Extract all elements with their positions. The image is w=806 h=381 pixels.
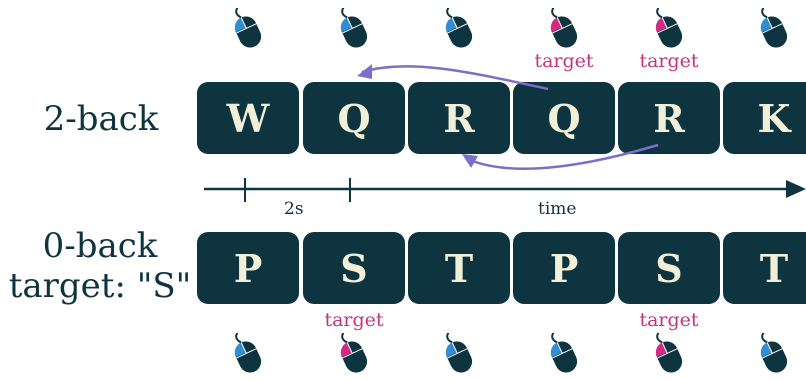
computer-mouse-icon bbox=[439, 324, 479, 377]
backward-arrow-q-head bbox=[357, 64, 372, 79]
timeline-arrowhead bbox=[786, 180, 806, 198]
letter-card: P bbox=[197, 232, 299, 304]
letter-card: R bbox=[408, 82, 510, 154]
letter-card: Q bbox=[303, 82, 405, 154]
letter-card: W bbox=[197, 82, 299, 154]
computer-mouse-icon bbox=[544, 324, 584, 377]
zero-back-label: 0-back target: "S" bbox=[8, 226, 192, 306]
computer-mouse-icon bbox=[649, 324, 689, 377]
computer-mouse-icon bbox=[754, 324, 794, 377]
two-back-label: 2-back bbox=[43, 99, 159, 139]
letter-card: R bbox=[618, 82, 720, 154]
letter-card: K bbox=[723, 82, 806, 154]
backward-arrow-r-head bbox=[462, 154, 478, 168]
target-label: target bbox=[324, 309, 384, 331]
letter-card: P bbox=[513, 232, 615, 304]
computer-mouse-icon bbox=[544, 0, 584, 52]
computer-mouse-icon bbox=[228, 324, 268, 377]
target-label: target bbox=[639, 309, 699, 331]
letter-card: S bbox=[303, 232, 405, 304]
letter-card: Q bbox=[513, 82, 615, 154]
letter-card: S bbox=[618, 232, 720, 304]
target-label: target bbox=[639, 50, 699, 72]
computer-mouse-icon bbox=[439, 0, 479, 52]
letter-card: T bbox=[723, 232, 806, 304]
time-axis-label: time bbox=[538, 199, 577, 219]
computer-mouse-icon bbox=[334, 324, 374, 377]
interval-label: 2s bbox=[284, 199, 304, 219]
letter-card: T bbox=[408, 232, 510, 304]
computer-mouse-icon bbox=[649, 0, 689, 52]
target-label: target bbox=[534, 50, 594, 72]
computer-mouse-icon bbox=[228, 0, 268, 52]
backward-arrow-q bbox=[361, 65, 549, 91]
backward-arrow-r bbox=[469, 143, 659, 171]
computer-mouse-icon bbox=[334, 0, 374, 52]
